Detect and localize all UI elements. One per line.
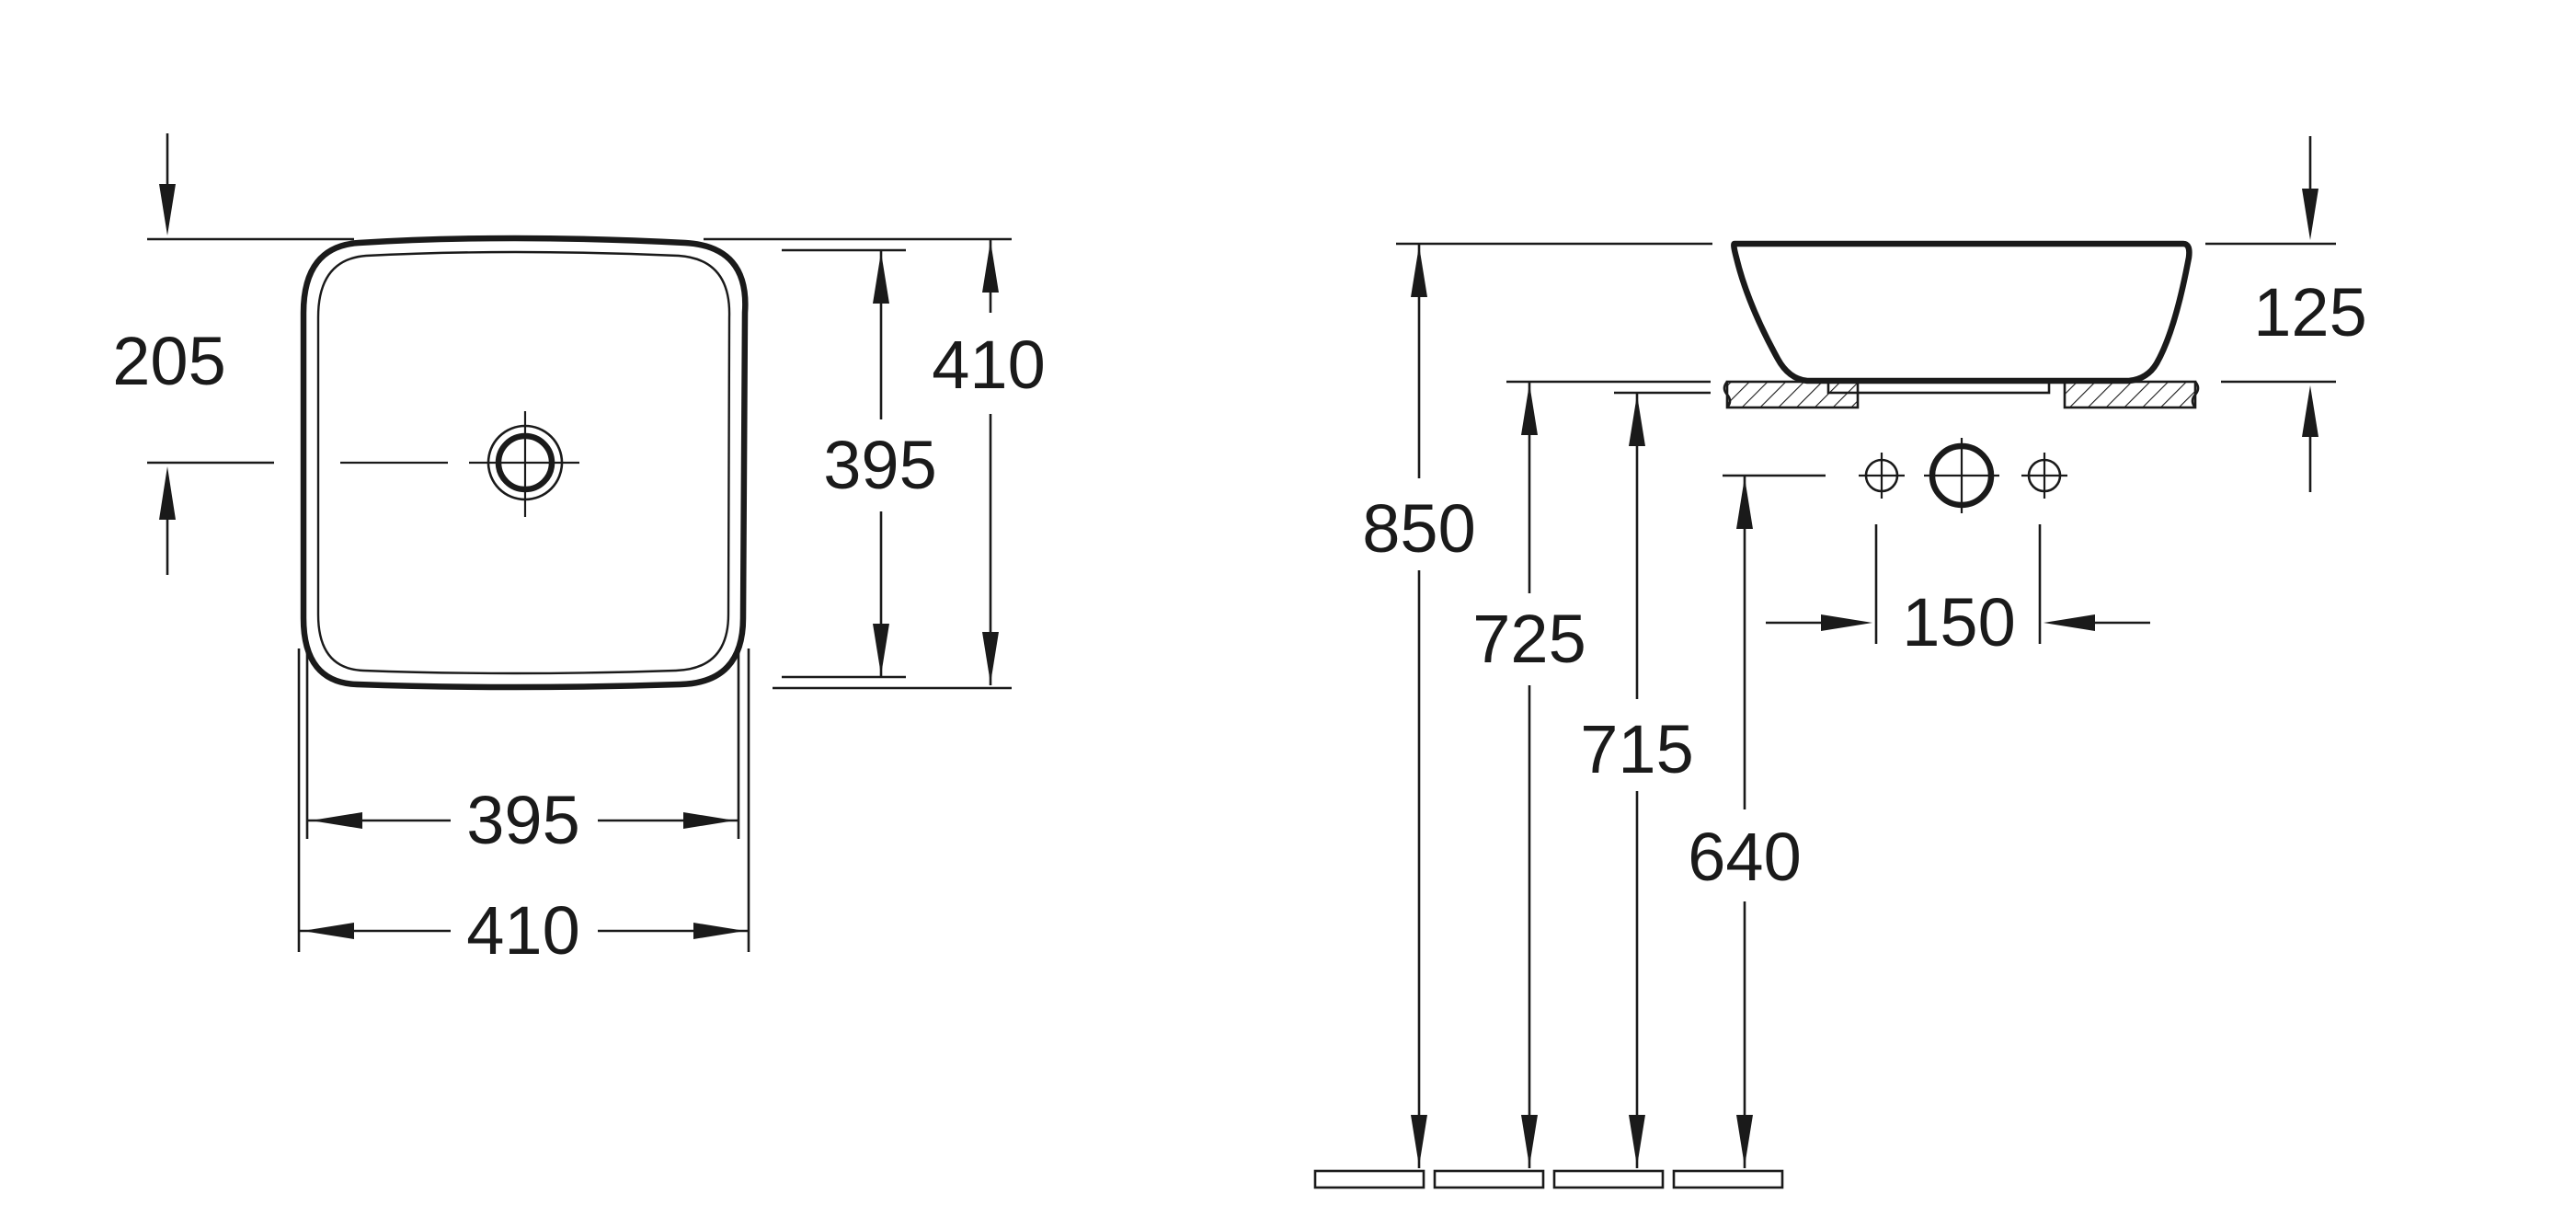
total-height-label: 850 [1362, 490, 1475, 567]
basin-profile [1731, 240, 2192, 384]
countertop-opening [1826, 380, 2051, 395]
dimension-715: 715 [1568, 391, 1711, 1168]
tap-holes-label: 640 [1688, 819, 1801, 895]
dimension-205: 205 [112, 133, 354, 575]
inner-height-label: 395 [823, 427, 936, 503]
tap-hole-icon [1924, 438, 1999, 513]
countertop-left [1725, 380, 1860, 409]
dimension-395-horizontal: 395 [305, 648, 740, 865]
countertop-right [2063, 380, 2197, 409]
side-view: 125 850 725 715 [1313, 136, 2367, 1189]
tap-spacing-label: 150 [1902, 584, 2015, 660]
drain-icon [469, 411, 579, 517]
break-mark-left [1723, 381, 1732, 408]
break-mark-right [2191, 381, 2200, 408]
tap-hole-icon [2021, 453, 2067, 499]
dimension-410-horizontal: 410 [297, 648, 750, 975]
dimension-640: 640 [1674, 474, 1826, 1168]
dimension-850: 850 [1352, 242, 1712, 1168]
outer-width-label: 410 [466, 892, 579, 969]
dimension-150: 150 [1766, 524, 2150, 660]
inner-width-label: 395 [466, 782, 579, 858]
tap-hole-icon [1859, 453, 1905, 499]
offset-label: 205 [112, 323, 225, 399]
basin-height-label: 125 [2253, 274, 2366, 350]
dimension-410-vertical: 410 [704, 237, 1062, 690]
top-view: 205 410 395 [112, 133, 1062, 975]
dimension-395-vertical: 395 [782, 248, 947, 679]
counter-underside-label: 715 [1580, 711, 1693, 787]
basin-outer-rim [300, 235, 749, 691]
counter-height-label: 725 [1472, 601, 1586, 677]
outer-height-label: 410 [932, 327, 1045, 403]
basin-inner-rim [316, 250, 731, 675]
dimension-725: 725 [1462, 380, 1711, 1168]
dimension-125: 125 [2205, 136, 2367, 492]
floor-tile-icon [1313, 1169, 1784, 1189]
